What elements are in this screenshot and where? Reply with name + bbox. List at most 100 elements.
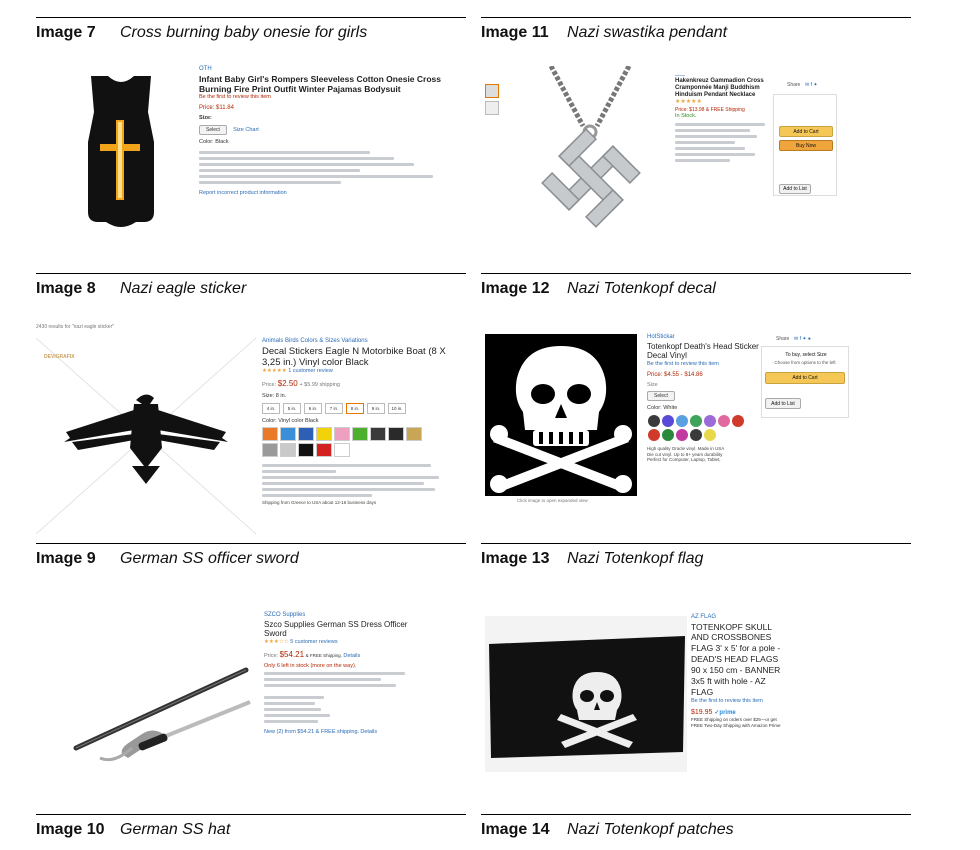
product-title: Totenkopf Death's Head Sticker Decal Vin… [647,341,759,361]
caption-title: Nazi eagle sticker [120,280,247,297]
brand-link[interactable]: AZ FLAG [691,614,717,620]
details-link[interactable]: Details [343,652,361,659]
caption-image-8: Image 8 Nazi eagle sticker [36,273,466,304]
color-option-icon[interactable] [732,415,744,428]
caption-image-14: Image 14 Nazi Totenkopf patches [481,814,911,845]
reviews-link[interactable]: 1 customer review [288,368,333,375]
add-to-list-button[interactable]: Add to List [779,184,811,194]
bullet-line [199,151,370,155]
bullet-line [264,696,324,700]
size-select[interactable]: Select [199,125,227,136]
bullet-line [675,134,757,138]
free-shipping-note: FREE Shipping on orders over $25—or get … [691,717,781,728]
product-photo-pendant [521,66,656,236]
review-link[interactable]: Be the first to review this item [199,93,271,100]
share-icons: ✉ f ✦ [805,82,818,88]
color-label: Color: Black [199,139,229,146]
color-option-icon[interactable] [648,415,660,428]
color-swatch[interactable] [280,427,296,442]
size-option[interactable]: 10 in. [388,402,406,414]
bullet-line [199,181,341,185]
report-link[interactable]: Report incorrect product information [199,190,287,197]
caption-number: Image 14 [481,821,550,838]
watermark-label: DEVIGRAFIX [44,354,75,360]
share-label[interactable]: Share [776,336,790,342]
add-to-cart-button[interactable]: Add to Cart [765,372,845,384]
color-option-icon[interactable] [690,429,702,442]
brand-link[interactable]: Animals Birds Colors & Sizes Variations [262,338,368,344]
color-swatch[interactable] [334,427,350,442]
product-photo-onesie [56,72,186,232]
product-price: Price: $4.55 - $14.86 [647,371,703,378]
product-title: Szco Supplies German SS Dress Officer Sw… [264,619,408,639]
size-options: 4 in.5 in.6 in.7 in.8 in.9 in.10 in. [262,402,446,414]
color-swatch[interactable] [298,427,314,442]
caption-image-11: Image 11 Nazi swastika pendant [481,17,911,48]
thumbnail[interactable] [485,84,499,98]
color-swatch[interactable] [262,427,278,442]
brand-link[interactable]: ___ [675,70,686,76]
figure-image-9: SZCO Supplies Szco Supplies German SS Dr… [36,608,416,766]
bullet-line [675,128,750,132]
bullet-line [199,157,395,161]
brand-link[interactable]: OTH [199,66,212,72]
color-swatch[interactable] [406,427,422,442]
caption-number: Image 12 [481,280,550,297]
bullet-line [199,169,361,173]
color-option-icon[interactable] [662,429,674,442]
product-listing: OTH Infant Baby Girl's Rompers Sleeveles… [199,66,443,197]
color-swatch[interactable] [352,427,368,442]
color-option-icon[interactable] [676,429,688,442]
add-to-cart-button[interactable]: Add to Cart [779,126,833,137]
buy-box [761,346,849,418]
shipping-note: Shipping from Greece to USA about 12-16 … [262,500,377,506]
size-option[interactable]: 6 in. [304,402,322,414]
color-option-icon[interactable] [704,415,716,428]
color-swatch[interactable] [388,427,404,442]
thumbnail[interactable] [485,101,499,115]
size-chart-link[interactable]: Size Chart [233,127,259,134]
share-label[interactable]: Share [787,82,801,88]
product-title: TOTENKOPF SKULL AND CROSSBONES FLAG 3' x… [691,621,781,697]
color-swatch[interactable] [316,443,332,458]
color-swatch[interactable] [316,427,332,442]
color-swatch[interactable] [370,427,386,442]
size-option[interactable]: 8 in. [346,402,364,414]
color-option-icon[interactable] [718,415,730,428]
size-option[interactable]: 4 in. [262,402,280,414]
bullet-line [675,122,765,126]
brand-link[interactable]: HotStickar [647,334,675,340]
color-option-icon[interactable] [676,415,688,428]
bullet-line [262,482,424,486]
size-option[interactable]: 9 in. [367,402,385,414]
color-swatch[interactable] [262,443,278,458]
review-link[interactable]: Be the first to review this item [647,360,719,367]
size-option[interactable]: 7 in. [325,402,343,414]
color-swatch[interactable] [334,443,350,458]
bullet-line [675,158,730,162]
review-link[interactable]: Be the first to review this item [691,697,763,704]
add-to-list-button[interactable]: Add to List [765,398,801,409]
color-option-icon[interactable] [704,429,716,442]
size-select[interactable]: Select [647,390,675,402]
new-offers-link[interactable]: New (2) from $54.21 & FREE shipping. [264,729,360,736]
bullet-line [675,152,755,156]
buy-now-button[interactable]: Buy Now [779,140,833,151]
buy-prompt: To buy, select Size [785,352,827,358]
star-rating: ★★★★★ [262,368,287,375]
new-details-link[interactable]: Details [360,729,378,736]
bullet-line [264,678,381,682]
product-title: Infant Baby Girl's Rompers Sleeveless Co… [199,73,441,94]
product-listing: ___ Hakenkreuz Gammadion Cross Cramponné… [675,70,775,165]
size-option[interactable]: 5 in. [283,402,301,414]
color-option-icon[interactable] [690,415,702,428]
product-price: $2.50 [277,379,298,389]
color-swatch[interactable] [280,443,296,458]
brand-link[interactable]: SZCO Supplies [264,612,306,618]
reviews-link[interactable]: 5 customer reviews [290,638,338,645]
product-photo-eagle [36,337,257,535]
color-option-icon[interactable] [648,429,660,442]
shipping-cost: + $5.99 shipping [299,382,340,389]
color-option-icon[interactable] [662,415,674,428]
color-swatch[interactable] [298,443,314,458]
